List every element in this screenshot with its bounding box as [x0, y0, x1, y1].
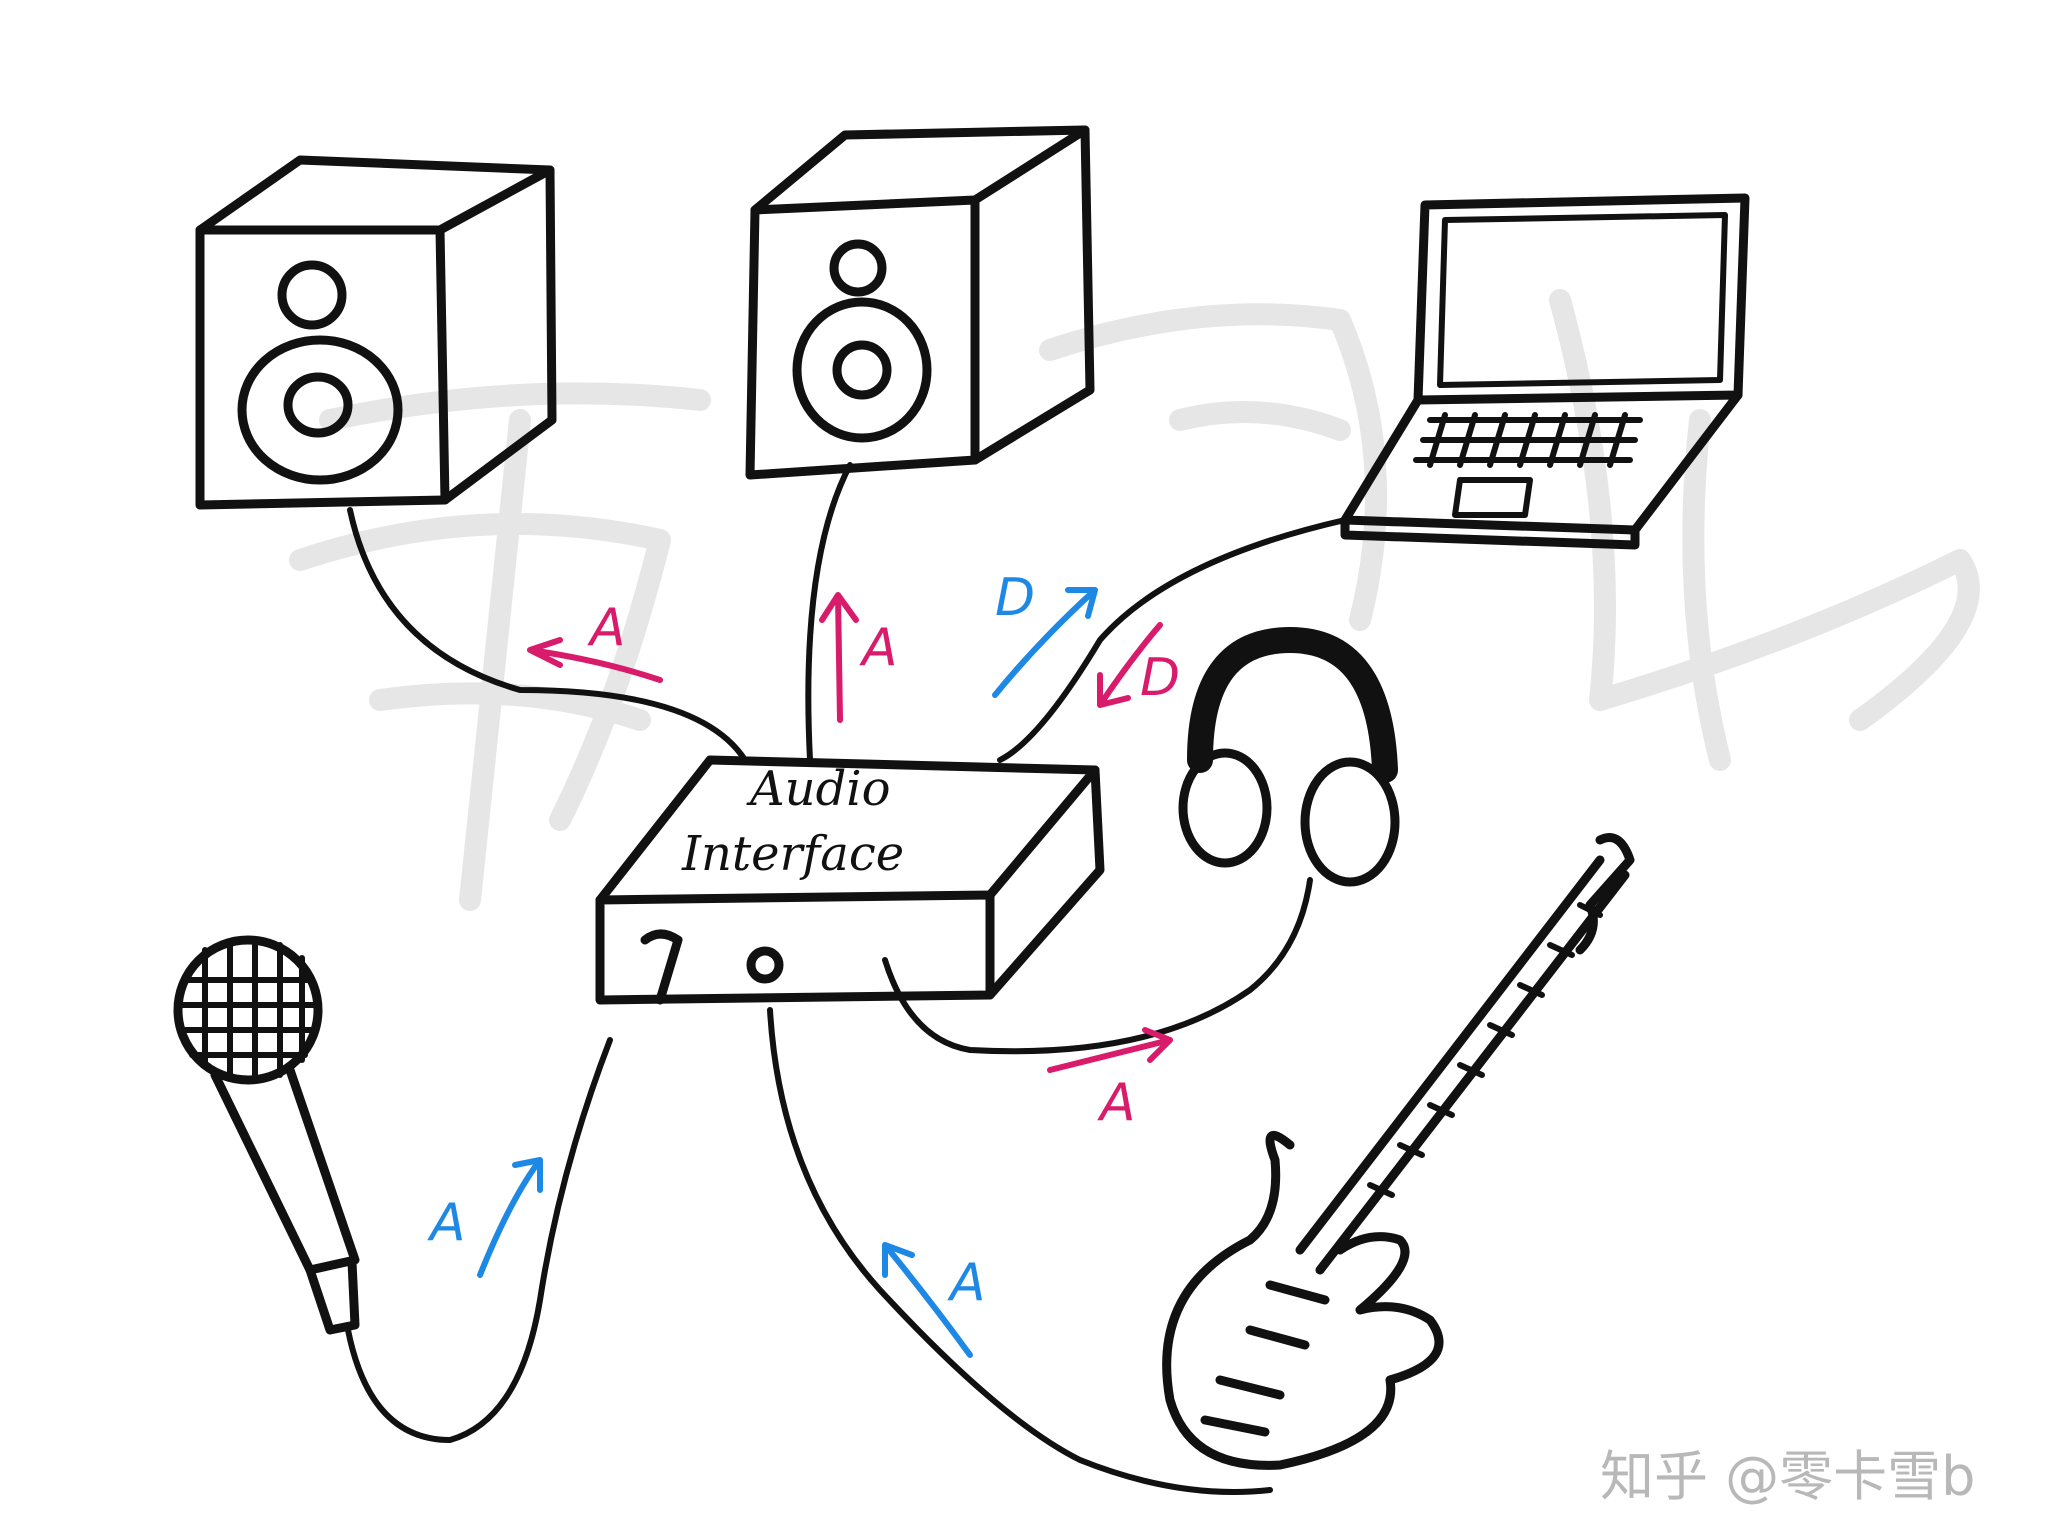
left-earcup: [1183, 753, 1267, 863]
electric-guitar: [1167, 838, 1630, 1466]
woofer-cone: [837, 345, 887, 395]
tweeter: [834, 244, 882, 292]
signal-label-microphone: A: [427, 1193, 466, 1253]
tweeter: [282, 265, 342, 325]
speaker-right: [750, 130, 1090, 475]
signal-label-guitar: A: [947, 1253, 986, 1313]
cable-headphones: [885, 880, 1310, 1051]
mic-input-jack: [645, 934, 678, 1000]
interface-label-line2: Interface: [681, 826, 904, 882]
audio-interface: Audio Interface: [600, 760, 1100, 1000]
right-earcup: [1305, 762, 1395, 882]
signal-guitar: A: [885, 1245, 986, 1355]
woofer-surround: [797, 302, 927, 438]
keyboard-icon: [1416, 415, 1640, 465]
signal-label-from-laptop: D: [1140, 648, 1180, 708]
headphones: [1183, 640, 1395, 882]
signal-right-speaker: A: [822, 595, 898, 720]
watermark-credit: 知乎 @零卡雪b: [1600, 1445, 1975, 1508]
signal-from-laptop: D: [1100, 625, 1180, 708]
cable-left-speaker: [350, 510, 745, 760]
signal-label-left-speaker: A: [587, 598, 626, 658]
woofer-cone: [288, 377, 348, 433]
pickups: [1205, 1285, 1325, 1432]
speaker-left: [200, 160, 552, 505]
mic-grille: [178, 940, 318, 1080]
touchpad: [1455, 480, 1530, 515]
instrument-input-jack: [751, 951, 779, 979]
microphone: [178, 940, 355, 1330]
signal-label-to-laptop: D: [995, 568, 1035, 628]
signal-label-headphones: A: [1097, 1073, 1136, 1133]
cable-microphone: [348, 1040, 610, 1440]
cable-guitar: [770, 1010, 1270, 1492]
interface-label-line1: Audio: [746, 761, 891, 817]
signal-microphone: A: [427, 1160, 540, 1275]
signal-label-right-speaker: A: [859, 618, 898, 678]
